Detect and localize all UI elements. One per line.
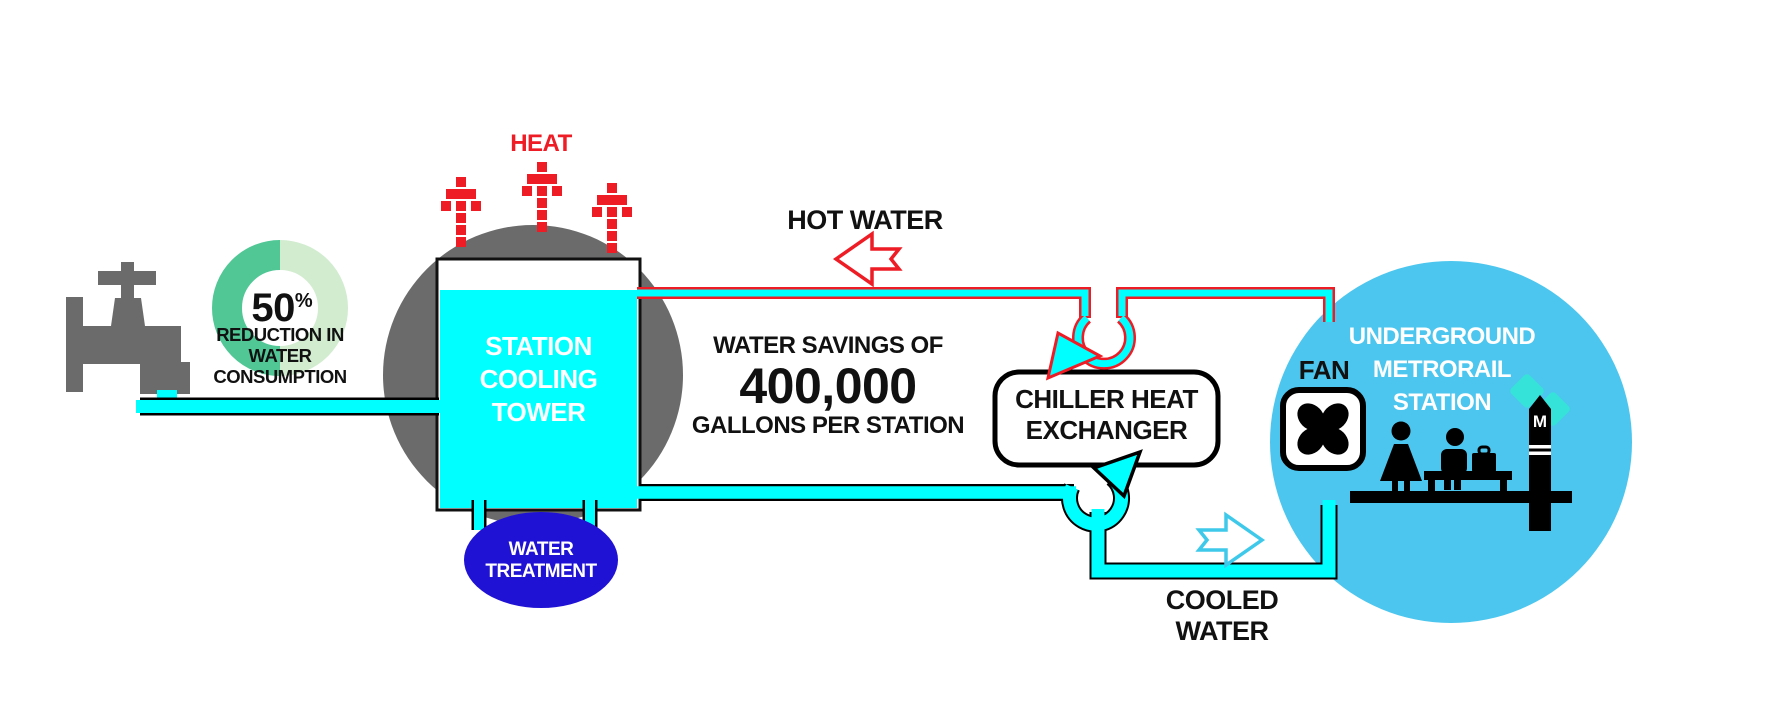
cooled-water-label-l1: COOLED: [1165, 585, 1279, 615]
station-label-l2: METRORAIL: [1372, 356, 1512, 383]
heat-arrow-icon: [522, 162, 562, 232]
heat-label: HEAT: [510, 130, 572, 157]
water-treatment-ellipse: [464, 512, 618, 608]
water-treatment-label: WATER TREATMENT: [466, 539, 616, 583]
station-label: UNDERGROUND METRORAIL STATION: [1322, 320, 1562, 419]
metro-chevron-upper: [1510, 374, 1544, 408]
water-reduction-donut-chart: [212, 240, 348, 376]
standing-person: [1380, 421, 1422, 498]
hot-water-left-arrow-icon: [832, 230, 903, 288]
sitting-person: [1441, 428, 1467, 490]
heat-arrow-icon: [592, 183, 632, 253]
donut-percent-sign: %: [294, 290, 313, 312]
water-treatment-label-l2: TREATMENT: [485, 561, 597, 582]
station-label-l3: STATION: [1392, 389, 1492, 416]
cooled-water-pipe: [637, 449, 1338, 580]
briefcase-icon: [1472, 445, 1496, 472]
cooling-tower-label-l2: COOLING: [479, 364, 598, 394]
hot-loop-arrowhead: [1045, 330, 1104, 381]
cooling-tower-label-l3: TOWER: [491, 397, 586, 427]
water-savings-text: WATER SAVINGS OF 400,000 GALLONS PER STA…: [688, 332, 968, 440]
cooled-water-label-l2: WATER: [1175, 616, 1270, 646]
chiller-label-l1: CHILLER HEAT: [1015, 384, 1198, 414]
cooled-water-label: COOLED WATER: [1122, 585, 1322, 647]
hot-water-label: HOT WATER: [787, 205, 943, 235]
cooling-tower-label-l1: STATION: [485, 331, 592, 361]
cooled-loop-arrowhead: [1090, 449, 1143, 500]
station-scene: [1350, 374, 1572, 531]
savings-line2: GALLONS PER STATION: [691, 412, 965, 439]
donut-caption-l1: REDUCTION IN: [216, 324, 344, 345]
donut-caption-l3: CONSUMPTION: [213, 366, 347, 387]
donut-center-value: 50%: [222, 281, 342, 328]
chiller-label: CHILLER HEAT EXCHANGER: [995, 384, 1218, 446]
chiller-label-l2: EXCHANGER: [1025, 415, 1188, 445]
faucet-icon: [66, 262, 190, 412]
fan-icon: [1280, 387, 1366, 471]
donut-percent-number: 50: [251, 286, 295, 330]
metro-sign-m: M: [1532, 412, 1548, 431]
savings-line1: WATER SAVINGS OF: [713, 332, 943, 359]
donut-slice-remaining: [279, 240, 348, 376]
bench: [1424, 471, 1512, 502]
metro-pylon: [1529, 395, 1551, 531]
donut-slice-reduction: [212, 240, 281, 376]
water-treatment-unit: [464, 500, 618, 608]
donut-caption: REDUCTION IN WATER CONSUMPTION: [190, 324, 370, 387]
cooled-water-right-arrow-icon: [1195, 511, 1266, 569]
water-treatment-label-l1: WATER: [508, 539, 574, 560]
station-cooling-tower-tank: [435, 257, 642, 512]
donut-caption-l2: WATER: [248, 345, 312, 366]
savings-value: 400,000: [739, 358, 917, 414]
hot-water-pipe: [637, 287, 1335, 381]
fan-label: FAN: [1298, 355, 1350, 385]
heat-arrows: [441, 162, 632, 253]
station-label-l1: UNDERGROUND: [1348, 323, 1536, 350]
heat-arrow-icon: [441, 177, 481, 247]
cooling-tower-label: STATION COOLING TOWER: [437, 330, 640, 429]
